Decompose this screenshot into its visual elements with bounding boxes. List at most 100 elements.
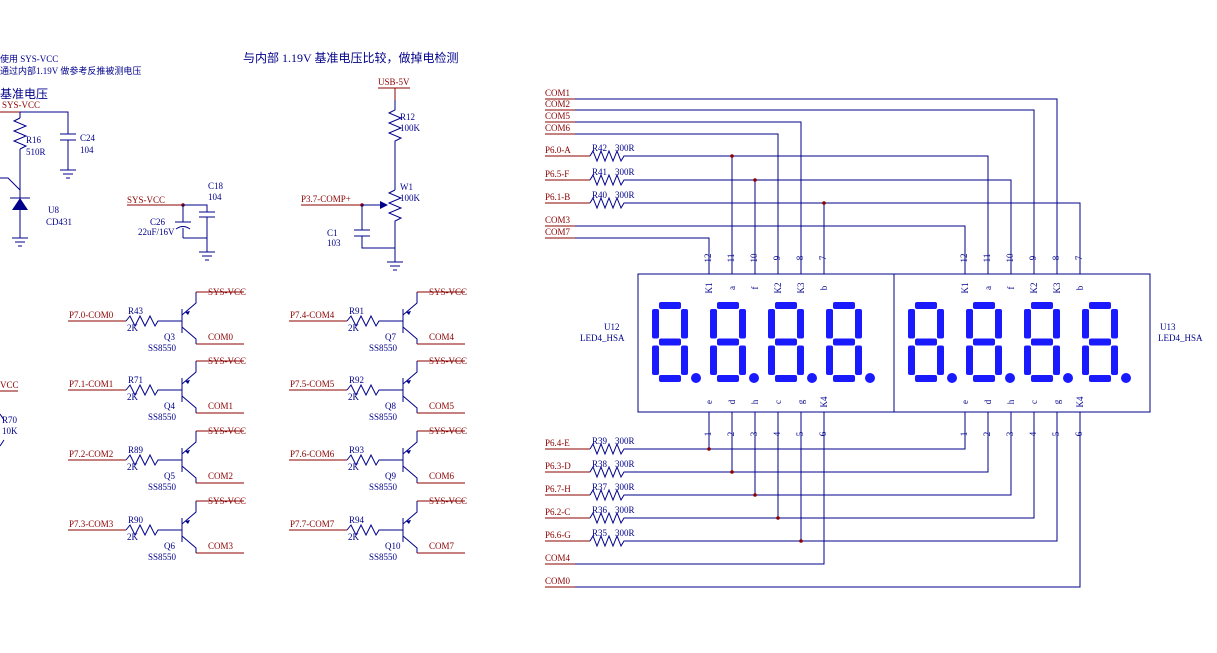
note-reference: 通过内部1.19V 做参考反推被测电压 xyxy=(0,65,141,76)
segment-resistor-value: 300R xyxy=(615,482,635,492)
driver-com-label: COM4 xyxy=(429,332,455,342)
pnp-emitter-arrow-icon xyxy=(406,520,411,524)
r16-value: 510R xyxy=(26,147,46,157)
pnp-emitter-arrow-icon xyxy=(185,450,190,454)
pin-name: K2 xyxy=(1029,283,1039,294)
transistor-label: Q9 xyxy=(385,471,396,481)
u8-shunt-icon xyxy=(12,198,28,210)
segment-resistor-label: R38 xyxy=(592,459,608,469)
transistor-label: Q7 xyxy=(385,332,396,342)
r70-value: 10K xyxy=(2,426,18,436)
pin-number: 6 xyxy=(1074,431,1084,436)
pin-name: b xyxy=(1075,285,1085,290)
pin-name: h xyxy=(750,399,760,404)
pin-name: K3 xyxy=(796,282,806,293)
driver-resistor-value: 2K xyxy=(127,462,139,472)
driver-port-label: P7.2-COM2 xyxy=(69,449,113,459)
pin-name: d xyxy=(727,399,737,404)
driver-resistor-value: 2K xyxy=(348,462,360,472)
digit-8-icon xyxy=(710,302,759,383)
segment-resistor-value: 300R xyxy=(615,459,635,469)
pin-number: 7 xyxy=(818,255,828,260)
com-net-label: COM0 xyxy=(545,576,571,586)
driver-com-label: COM0 xyxy=(208,332,234,342)
pin-number: 12 xyxy=(703,254,713,263)
pin-number: 1 xyxy=(703,432,713,437)
pin-number: 4 xyxy=(772,431,782,436)
pin-number: 11 xyxy=(982,254,992,263)
c18-label: C18 xyxy=(208,181,224,191)
com-net-label: COM4 xyxy=(545,553,571,563)
decoupling-block: SYS-VCC C18 104 C26 22uF/16V xyxy=(127,181,224,261)
transistor-type: SS8550 xyxy=(148,482,177,492)
segment-resistor-label: R40 xyxy=(592,190,608,200)
digit-8-icon xyxy=(826,302,875,383)
transistor-label: Q3 xyxy=(164,332,175,342)
pin-name: f xyxy=(1006,287,1016,290)
transistor-label: Q5 xyxy=(164,471,175,481)
transistor-type: SS8550 xyxy=(369,482,398,492)
driver-resistor-label: R92 xyxy=(349,375,364,385)
segment-resistor-label: R35 xyxy=(592,528,608,538)
driver-resistor-label: R90 xyxy=(128,515,144,525)
pnp-emitter-arrow-icon xyxy=(406,380,411,384)
pin-number: 9 xyxy=(1028,255,1038,260)
r12-label: R12 xyxy=(400,112,415,122)
driver-port-label: P7.0-COM0 xyxy=(69,310,114,320)
pin-name: e xyxy=(704,400,714,404)
transistor-label: Q4 xyxy=(164,401,175,411)
segment-port-label: P6.2-C xyxy=(545,507,570,517)
pin-name: h xyxy=(1006,399,1016,404)
segment-port-label: P6.0-A xyxy=(545,145,571,155)
pin-name: g xyxy=(796,399,806,404)
driver-com-label: COM1 xyxy=(208,401,233,411)
driver-port-label: P7.3-COM3 xyxy=(69,519,114,529)
segment-port-label: P6.7-H xyxy=(545,484,571,494)
w1-value: 100K xyxy=(400,193,421,203)
net-sys-vcc-label: SYS-VCC xyxy=(2,100,40,110)
pin-name: c xyxy=(773,400,783,404)
pin-number: 4 xyxy=(1028,431,1038,436)
driver-resistor-value: 2K xyxy=(127,392,139,402)
driver-port-label: P7.7-COM7 xyxy=(290,519,335,529)
segment-resistor-label: R37 xyxy=(592,482,608,492)
transistor-label: Q6 xyxy=(164,541,175,551)
pin-number: 10 xyxy=(749,253,759,263)
u8-value: CD431 xyxy=(46,217,72,227)
pin-number: 11 xyxy=(726,254,736,263)
section-title-reference-voltage: 基准电压 xyxy=(0,87,48,101)
pin-number: 6 xyxy=(818,431,828,436)
driver-resistor-value: 2K xyxy=(348,323,360,333)
segment-resistor-label: R39 xyxy=(592,436,608,446)
u13-value: LED4_HSA xyxy=(1158,333,1203,343)
pin-number: 5 xyxy=(795,431,805,436)
note-sys-vcc: 使用 SYS-VCC xyxy=(0,53,58,64)
pin-number: 7 xyxy=(1074,255,1084,260)
segment-resistor-value: 300R xyxy=(615,436,635,446)
pin-number: 5 xyxy=(1051,431,1061,436)
digit-8-icon xyxy=(908,302,957,383)
pin-name: K3 xyxy=(1052,282,1062,293)
driver-com-label: COM5 xyxy=(429,401,455,411)
pin-name: a xyxy=(727,286,737,290)
pin-number: 3 xyxy=(1005,431,1015,436)
section-title-power-detect: 与内部 1.19V 基准电压比较，做掉电检测 xyxy=(243,50,458,65)
transistor-label: Q10 xyxy=(385,541,401,551)
segment-resistor-label: R36 xyxy=(592,505,608,515)
pnp-emitter-arrow-icon xyxy=(185,311,190,315)
segment-resistor-label: R41 xyxy=(592,167,607,177)
c18-value: 104 xyxy=(208,192,222,202)
pin-number: 8 xyxy=(795,255,805,260)
net-vcc-partial: VCC xyxy=(0,380,19,390)
com-net-label: COM5 xyxy=(545,111,571,121)
driver-port-label: P7.4-COM4 xyxy=(290,310,335,320)
segment-resistor-value: 300R xyxy=(615,505,635,515)
pin-number: 10 xyxy=(1005,253,1015,263)
driver-com-label: COM7 xyxy=(429,541,455,551)
pin-name: e xyxy=(960,400,970,404)
segment-port-label: P6.6-G xyxy=(545,530,571,540)
partial-left-block: VCC R70 10K xyxy=(0,380,19,447)
